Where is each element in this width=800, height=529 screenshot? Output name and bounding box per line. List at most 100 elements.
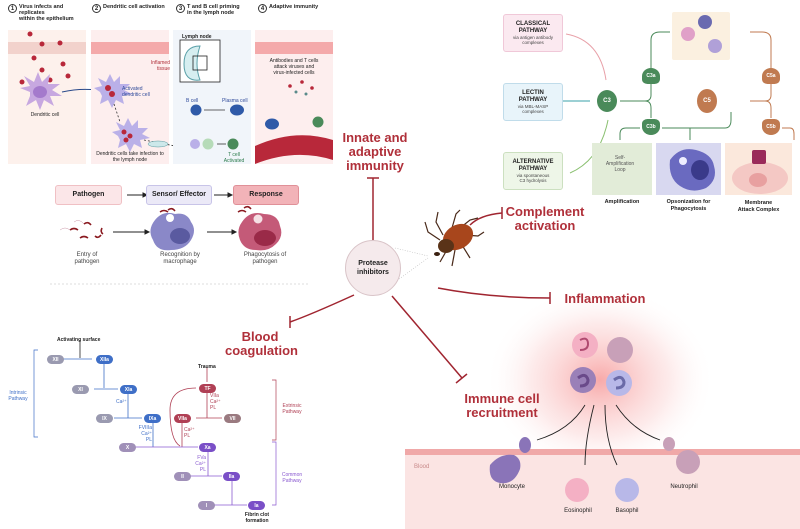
amplification-box xyxy=(592,143,652,195)
panel-3-title: in the lymph node xyxy=(187,10,235,16)
neutrophil-transmigrating-icon xyxy=(663,437,700,474)
factor-xia: XIa xyxy=(120,385,137,394)
panel-4-title: Adaptive immunity xyxy=(269,4,319,10)
extrinsic-lines xyxy=(169,368,222,447)
factor-vii: VII xyxy=(224,414,241,423)
factor-xi: XI xyxy=(72,385,89,394)
panel-2-title: Dendritic cell activation xyxy=(103,4,165,10)
step-number: 2 xyxy=(92,4,101,13)
monocyte-label: Monocyte xyxy=(498,484,525,490)
activated-dendritic-cell-icon xyxy=(94,74,132,108)
factor-viia: VIIa xyxy=(174,414,191,423)
panel-3-title: T and B cell priming xyxy=(187,4,240,10)
factor-x: X xyxy=(119,443,136,452)
membrane-attack-complex-icon xyxy=(752,150,766,164)
factor-tf: TF xyxy=(199,384,216,393)
panel-1-title: Virus infects and replicates xyxy=(19,4,64,16)
lymph-node-label: Lymph node xyxy=(182,34,212,40)
factor-xiia: XIIa xyxy=(96,355,113,364)
c5a-node: C5a xyxy=(762,68,780,84)
epithelium xyxy=(8,42,86,54)
eosinophil-blood-icon xyxy=(565,478,589,502)
response-box: Response xyxy=(233,185,299,205)
pointer-line xyxy=(394,247,429,257)
factor-xa: Xa xyxy=(199,443,216,452)
amplification-label: Amplification xyxy=(604,199,640,205)
neutrophil-icon xyxy=(607,337,633,363)
pointer-line xyxy=(394,257,429,283)
c5b-node: C5b xyxy=(762,119,780,135)
monocyte-icon xyxy=(570,367,596,393)
activating-surface-label: Activating surface xyxy=(57,337,101,343)
t-cell-attack-icon xyxy=(312,116,324,128)
blood-vessel-panel xyxy=(255,135,333,164)
inhibit-line-coagulation xyxy=(289,294,355,323)
b-cell-icon xyxy=(190,104,202,116)
step-number: 1 xyxy=(8,4,17,13)
c3a-node: C3a xyxy=(642,68,660,84)
inhibit-bar-recruitment xyxy=(455,373,468,384)
plasma-cell-attack-icon xyxy=(265,118,279,130)
cell-icon xyxy=(698,15,712,29)
macrophage-icon xyxy=(150,207,194,251)
classical-arrow xyxy=(565,33,607,81)
factor-ix: IX xyxy=(96,414,113,423)
c3-node: C3 xyxy=(597,90,617,112)
inflamed-cells xyxy=(570,332,633,396)
factor-xii: XII xyxy=(47,355,64,364)
sensor-effector-box: Sensor/ Effector xyxy=(146,185,212,205)
phagocyte-icon xyxy=(237,205,282,251)
dc-migration-label: Dendritic cells take infection to the ly… xyxy=(96,151,164,163)
lymph-node-icon xyxy=(183,45,201,81)
factor-iia: IIa xyxy=(223,472,240,481)
factor-ia: Ia xyxy=(248,501,265,510)
plasma-cell-icon xyxy=(230,104,244,116)
factor-ii: II xyxy=(174,472,191,481)
blood-vessel xyxy=(405,452,800,529)
naive-t-cell-icon xyxy=(202,138,214,150)
b-cell-label: B cell xyxy=(186,98,199,104)
inflamed-epithelium xyxy=(91,42,169,54)
pathogen-icon xyxy=(69,221,104,239)
common-bracket xyxy=(272,441,277,506)
trauma-label: Trauma xyxy=(198,364,216,370)
step-number: 4 xyxy=(258,4,267,13)
recruitment-arrows xyxy=(536,404,661,466)
lymph-vessel xyxy=(147,140,169,148)
factor-i: I xyxy=(198,501,215,510)
blood-label: Blood xyxy=(414,464,430,470)
pathogen-box: Pathogen xyxy=(55,185,122,205)
step-number: 3 xyxy=(176,4,185,13)
basophil-label: Basophil xyxy=(615,508,639,514)
extrinsic-bracket xyxy=(272,379,277,441)
cell-icon xyxy=(681,27,695,41)
basophil-blood-icon xyxy=(615,478,639,502)
plasma-cell-label: Plasma cell xyxy=(222,98,248,104)
virus-particles xyxy=(19,31,71,85)
basophil-icon xyxy=(606,370,632,396)
endothelium xyxy=(405,449,800,455)
c3b-node: C3b xyxy=(642,119,660,135)
panel-2-header: 2 Dendritic cell activation xyxy=(92,4,174,13)
